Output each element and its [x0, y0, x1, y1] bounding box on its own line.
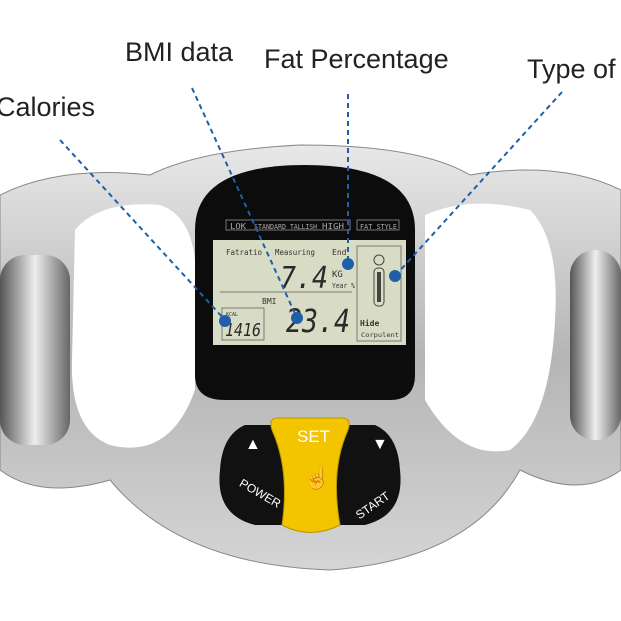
lcd-fat-value: 7.4	[280, 261, 328, 296]
set-button[interactable]	[270, 417, 350, 533]
body-type-tallish: TALLISH	[290, 223, 317, 231]
calories-callout: Calories	[0, 92, 96, 122]
body-figure-icon	[373, 254, 385, 307]
up-arrow-icon: ▲	[245, 436, 261, 453]
type-marker	[389, 270, 401, 282]
lcd-kcal-label: KCAL	[226, 312, 238, 318]
calories-callout-line	[59, 139, 226, 321]
down-arrow-icon: ▼	[372, 436, 388, 453]
lcd-measuring: Measuring	[275, 248, 315, 257]
set-label: SET	[297, 427, 330, 446]
lcd-end: End	[332, 248, 347, 257]
body-type-standard: STANDARD	[254, 223, 286, 231]
fat-style-label: FAT STYLE	[360, 223, 397, 231]
type-callout-line	[394, 91, 563, 277]
bmi-marker	[291, 312, 303, 324]
bmi-callout-line	[191, 87, 298, 319]
fat-callout: Fat Percentage	[264, 44, 449, 74]
lcd-unit-year: Year %	[332, 282, 356, 290]
callout-lines	[59, 87, 563, 321]
body-type-lok: LOK	[230, 222, 246, 231]
right-handle-hole	[425, 203, 556, 452]
bmi-callout: BMI data	[125, 37, 234, 67]
fat-marker	[342, 258, 354, 270]
left-handle-hole	[71, 204, 195, 448]
type-callout: Type of	[527, 54, 616, 84]
lcd-kcal-value: 1416	[225, 320, 261, 341]
body-type-bar: LOK STANDARD TALLISH HIGH FAT STYLE	[225, 219, 400, 231]
body-type-high: HIGH	[322, 222, 344, 231]
finger-icon: ☝	[303, 464, 330, 491]
lcd-bmi-label: BMI	[262, 297, 277, 306]
lcd-corpulent: Corpulent	[361, 332, 399, 339]
right-grip	[570, 250, 621, 440]
calories-marker	[219, 315, 231, 327]
lcd-fatratio: Fatratio	[226, 248, 262, 257]
lcd-unit-kg: KG	[332, 270, 343, 280]
left-grip	[0, 255, 70, 445]
lcd-hide: Hide	[360, 318, 379, 328]
